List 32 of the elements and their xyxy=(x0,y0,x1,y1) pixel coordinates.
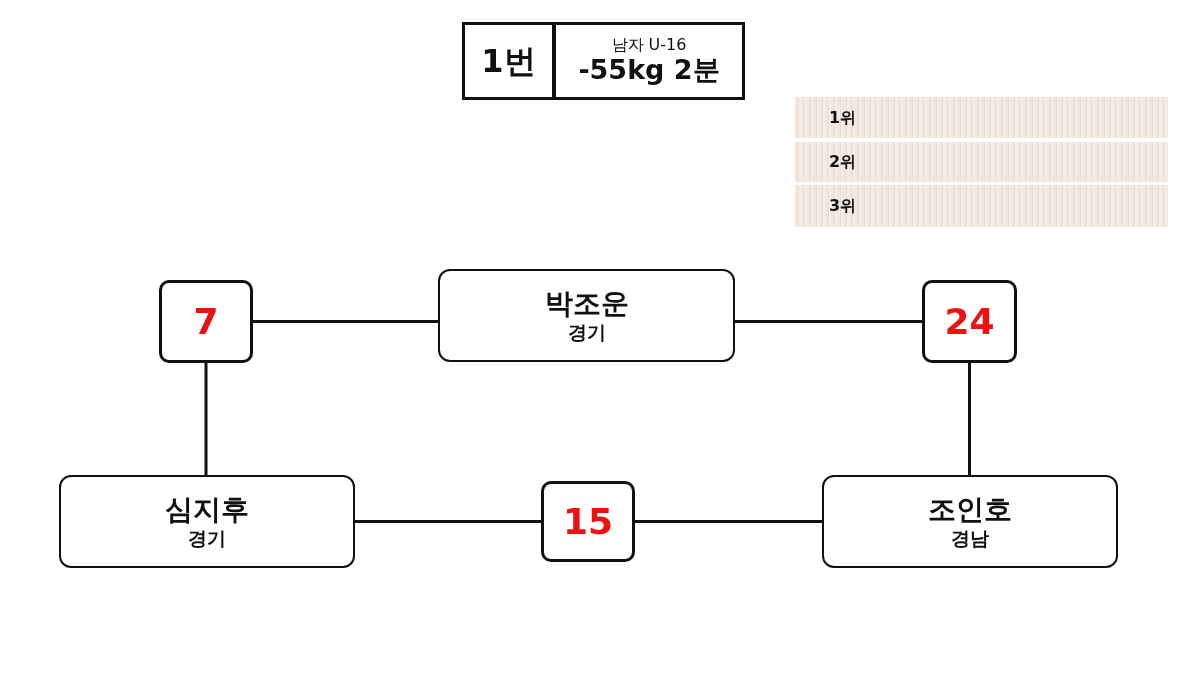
weight-time-label: -55kg 2분 xyxy=(578,54,720,87)
player-name: 조인호 xyxy=(928,493,1012,527)
match-score: 24 xyxy=(944,299,995,344)
connector-line xyxy=(355,520,541,523)
connector-line xyxy=(635,520,822,523)
match-box xyxy=(159,280,253,363)
connector-line xyxy=(253,320,438,323)
rank-row xyxy=(795,142,1168,182)
connector-line xyxy=(968,363,971,475)
connector-line xyxy=(204,363,208,475)
player-name: 박조운 xyxy=(544,287,629,321)
rank-row xyxy=(795,97,1168,138)
match-box xyxy=(922,280,1017,363)
match-score: 15 xyxy=(562,499,614,544)
player-box xyxy=(438,269,735,362)
match-number-cell xyxy=(462,22,555,100)
connector-line xyxy=(735,320,922,323)
match-number: 1번 xyxy=(481,41,536,81)
match-score: 7 xyxy=(193,299,219,344)
player-region: 경기 xyxy=(188,526,226,550)
rank-label: 3위 xyxy=(829,196,857,216)
division-cell xyxy=(553,22,745,100)
match-box xyxy=(541,481,635,562)
player-region: 경기 xyxy=(567,320,606,344)
division-label: 남자 U-16 xyxy=(611,35,687,55)
rank-label: 2위 xyxy=(829,152,857,172)
player-region: 경남 xyxy=(951,526,989,550)
player-box xyxy=(59,475,355,568)
player-name: 심지후 xyxy=(165,493,249,527)
rank-label: 1위 xyxy=(829,107,857,128)
rank-row xyxy=(795,185,1168,227)
player-box xyxy=(822,475,1118,568)
